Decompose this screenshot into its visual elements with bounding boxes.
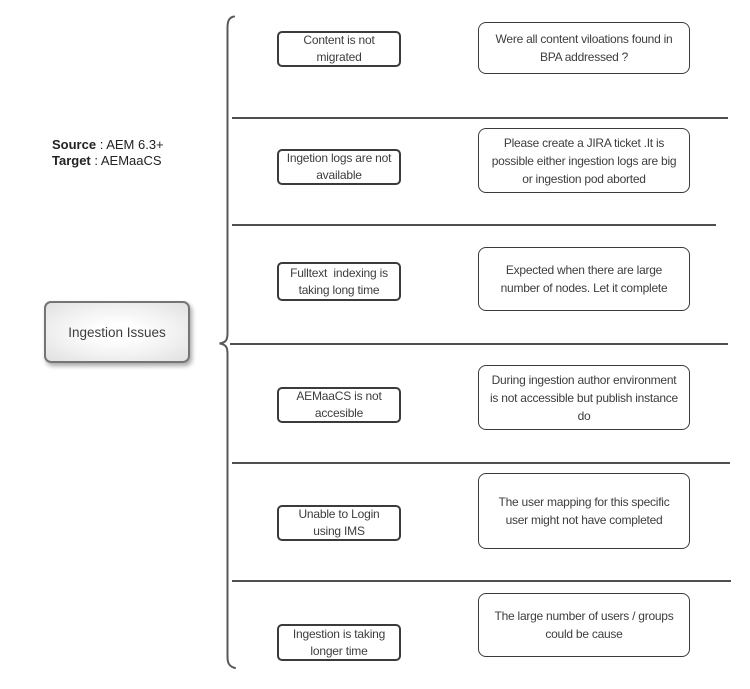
issue-line: Ingestion is taking [292,626,386,641]
issue-line: AEMaaCS is not [296,389,382,403]
resolution-line: Were all content viloations found in [495,32,673,46]
issue-node-unable-to-login-ims[interactable]: Unable to Login using IMS [277,505,401,541]
issue-line: Ingetion logs are not [286,151,392,165]
resolution-line: do [577,408,591,423]
issue-node-fulltext-indexing-slow[interactable]: Fulltext indexing is taking long time [277,262,401,301]
source-label: Source [52,137,97,152]
resolution-line: user might not have completed [505,513,663,527]
resolution-line: Please create a JIRA ticket .It is [503,135,665,150]
resolution-line: The user mapping for this specific [498,495,670,509]
root-node-label: Ingestion Issues [68,324,166,340]
issue-node-aemaacs-not-accessible[interactable]: AEMaaCS is not accesible [277,387,401,423]
curly-brace-connector [219,15,236,669]
resolution-line: could be cause [545,627,623,641]
target-line: Target : AEMaaCS [52,153,164,169]
issue-line: longer time [310,643,368,658]
target-value: : AEMaaCS [90,153,162,168]
issue-line: using IMS [313,524,365,538]
resolution-line: BPA addressed ? [539,50,629,64]
resolution-line: possible either ingestion logs are big [491,153,677,168]
issue-line: Content is not [303,33,375,47]
resolution-node-fulltext-indexing-slow[interactable]: Expected when there are large number of … [478,247,690,311]
issue-node-ingestion-taking-longer[interactable]: Ingestion is taking longer time [277,624,401,661]
root-node-ingestion-issues[interactable]: Ingestion Issues [44,301,190,363]
issue-line: Unable to Login [298,507,380,521]
source-value: : AEM 6.3+ [96,137,164,152]
resolution-node-aemaacs-not-accessible[interactable]: During ingestion author environment is n… [478,365,690,430]
resolution-line: Expected when there are large [505,263,663,277]
resolution-line: or ingestion pod aborted [522,171,646,186]
issue-line: migrated [316,50,362,64]
issue-line: taking long time [298,282,380,297]
resolution-line: The large number of users / groups [494,609,674,623]
resolution-line: is not accessible but publish instance [490,390,678,405]
resolution-node-ingestion-logs-unavailable[interactable]: Please create a JIRA ticket .It is possi… [478,128,690,193]
issue-line: accesible [314,406,364,420]
resolution-line: During ingestion author environment [491,372,677,387]
issue-node-ingestion-logs-unavailable[interactable]: Ingetion logs are not available [277,149,401,185]
target-label: Target [52,153,91,168]
resolution-node-content-not-migrated[interactable]: Were all content viloations found in BPA… [478,22,690,74]
issue-node-content-not-migrated[interactable]: Content is not migrated [277,31,401,67]
issue-line: available [316,168,362,182]
source-line: Source : AEM 6.3+ [52,137,164,153]
resolution-node-unable-to-login-ims[interactable]: The user mapping for this specific user … [478,473,690,549]
issue-line: Fulltext indexing is [290,265,388,280]
resolution-line: number of nodes. Let it complete [500,281,668,295]
resolution-node-ingestion-taking-longer[interactable]: The large number of users / groups could… [478,593,690,657]
environment-info: Source : AEM 6.3+ Target : AEMaaCS [52,137,164,169]
